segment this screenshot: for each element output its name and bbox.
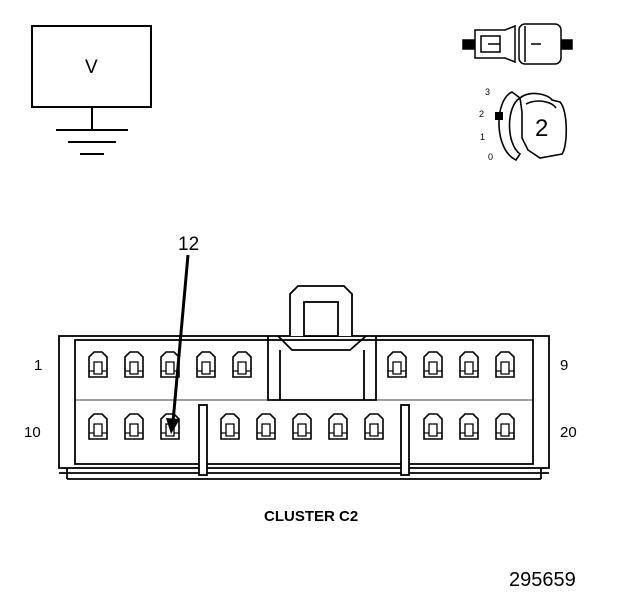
pin-cavity-row2: [88, 413, 108, 440]
key-position-1: 1: [480, 132, 486, 142]
connector-title: CLUSTER C2: [264, 508, 359, 525]
pin-callout-arrow: [166, 254, 190, 434]
pin-cavity-row2: [495, 413, 515, 440]
ignition-key-icon: [462, 23, 573, 65]
ignition-switch-position-icon: [495, 91, 568, 162]
pin-cavity-row1: [232, 351, 252, 378]
pin-cavity-row1: [196, 351, 216, 378]
pin-cavity-row1: [459, 351, 479, 378]
pin-cavity-row1: [88, 351, 108, 378]
pin-cavity-row2: [220, 413, 240, 440]
pin-cavity-row1: [423, 351, 443, 378]
pin-cavity-row1: [387, 351, 407, 378]
pin-cavity-row2: [364, 413, 384, 440]
key-position-0: 0: [488, 152, 494, 162]
row1-end-label: 9: [560, 357, 569, 374]
pin-cavity-row2: [459, 413, 479, 440]
pin-cavity-row1: [495, 351, 515, 378]
voltmeter-label: V: [85, 57, 98, 78]
row1-start-label: 1: [34, 357, 43, 374]
pin-cavity-row2: [292, 413, 312, 440]
ground-symbol-icon: [56, 129, 128, 155]
pin-cavity-row2: [256, 413, 276, 440]
key-selected-position-label: 2: [535, 115, 549, 142]
key-position-2: 2: [479, 109, 485, 119]
connector-housing: [58, 285, 550, 480]
row2-start-label: 10: [24, 424, 41, 441]
key-position-3: 3: [485, 87, 491, 97]
pin-cavity-row2: [423, 413, 443, 440]
pin-cavity-row2: [124, 413, 144, 440]
row2-end-label: 20: [560, 424, 577, 441]
pin-callout-label: 12: [178, 234, 200, 255]
figure-number: 295659: [509, 569, 576, 591]
pin-cavity-row1: [124, 351, 144, 378]
voltmeter: [31, 25, 152, 130]
pin-cavity-row2: [328, 413, 348, 440]
